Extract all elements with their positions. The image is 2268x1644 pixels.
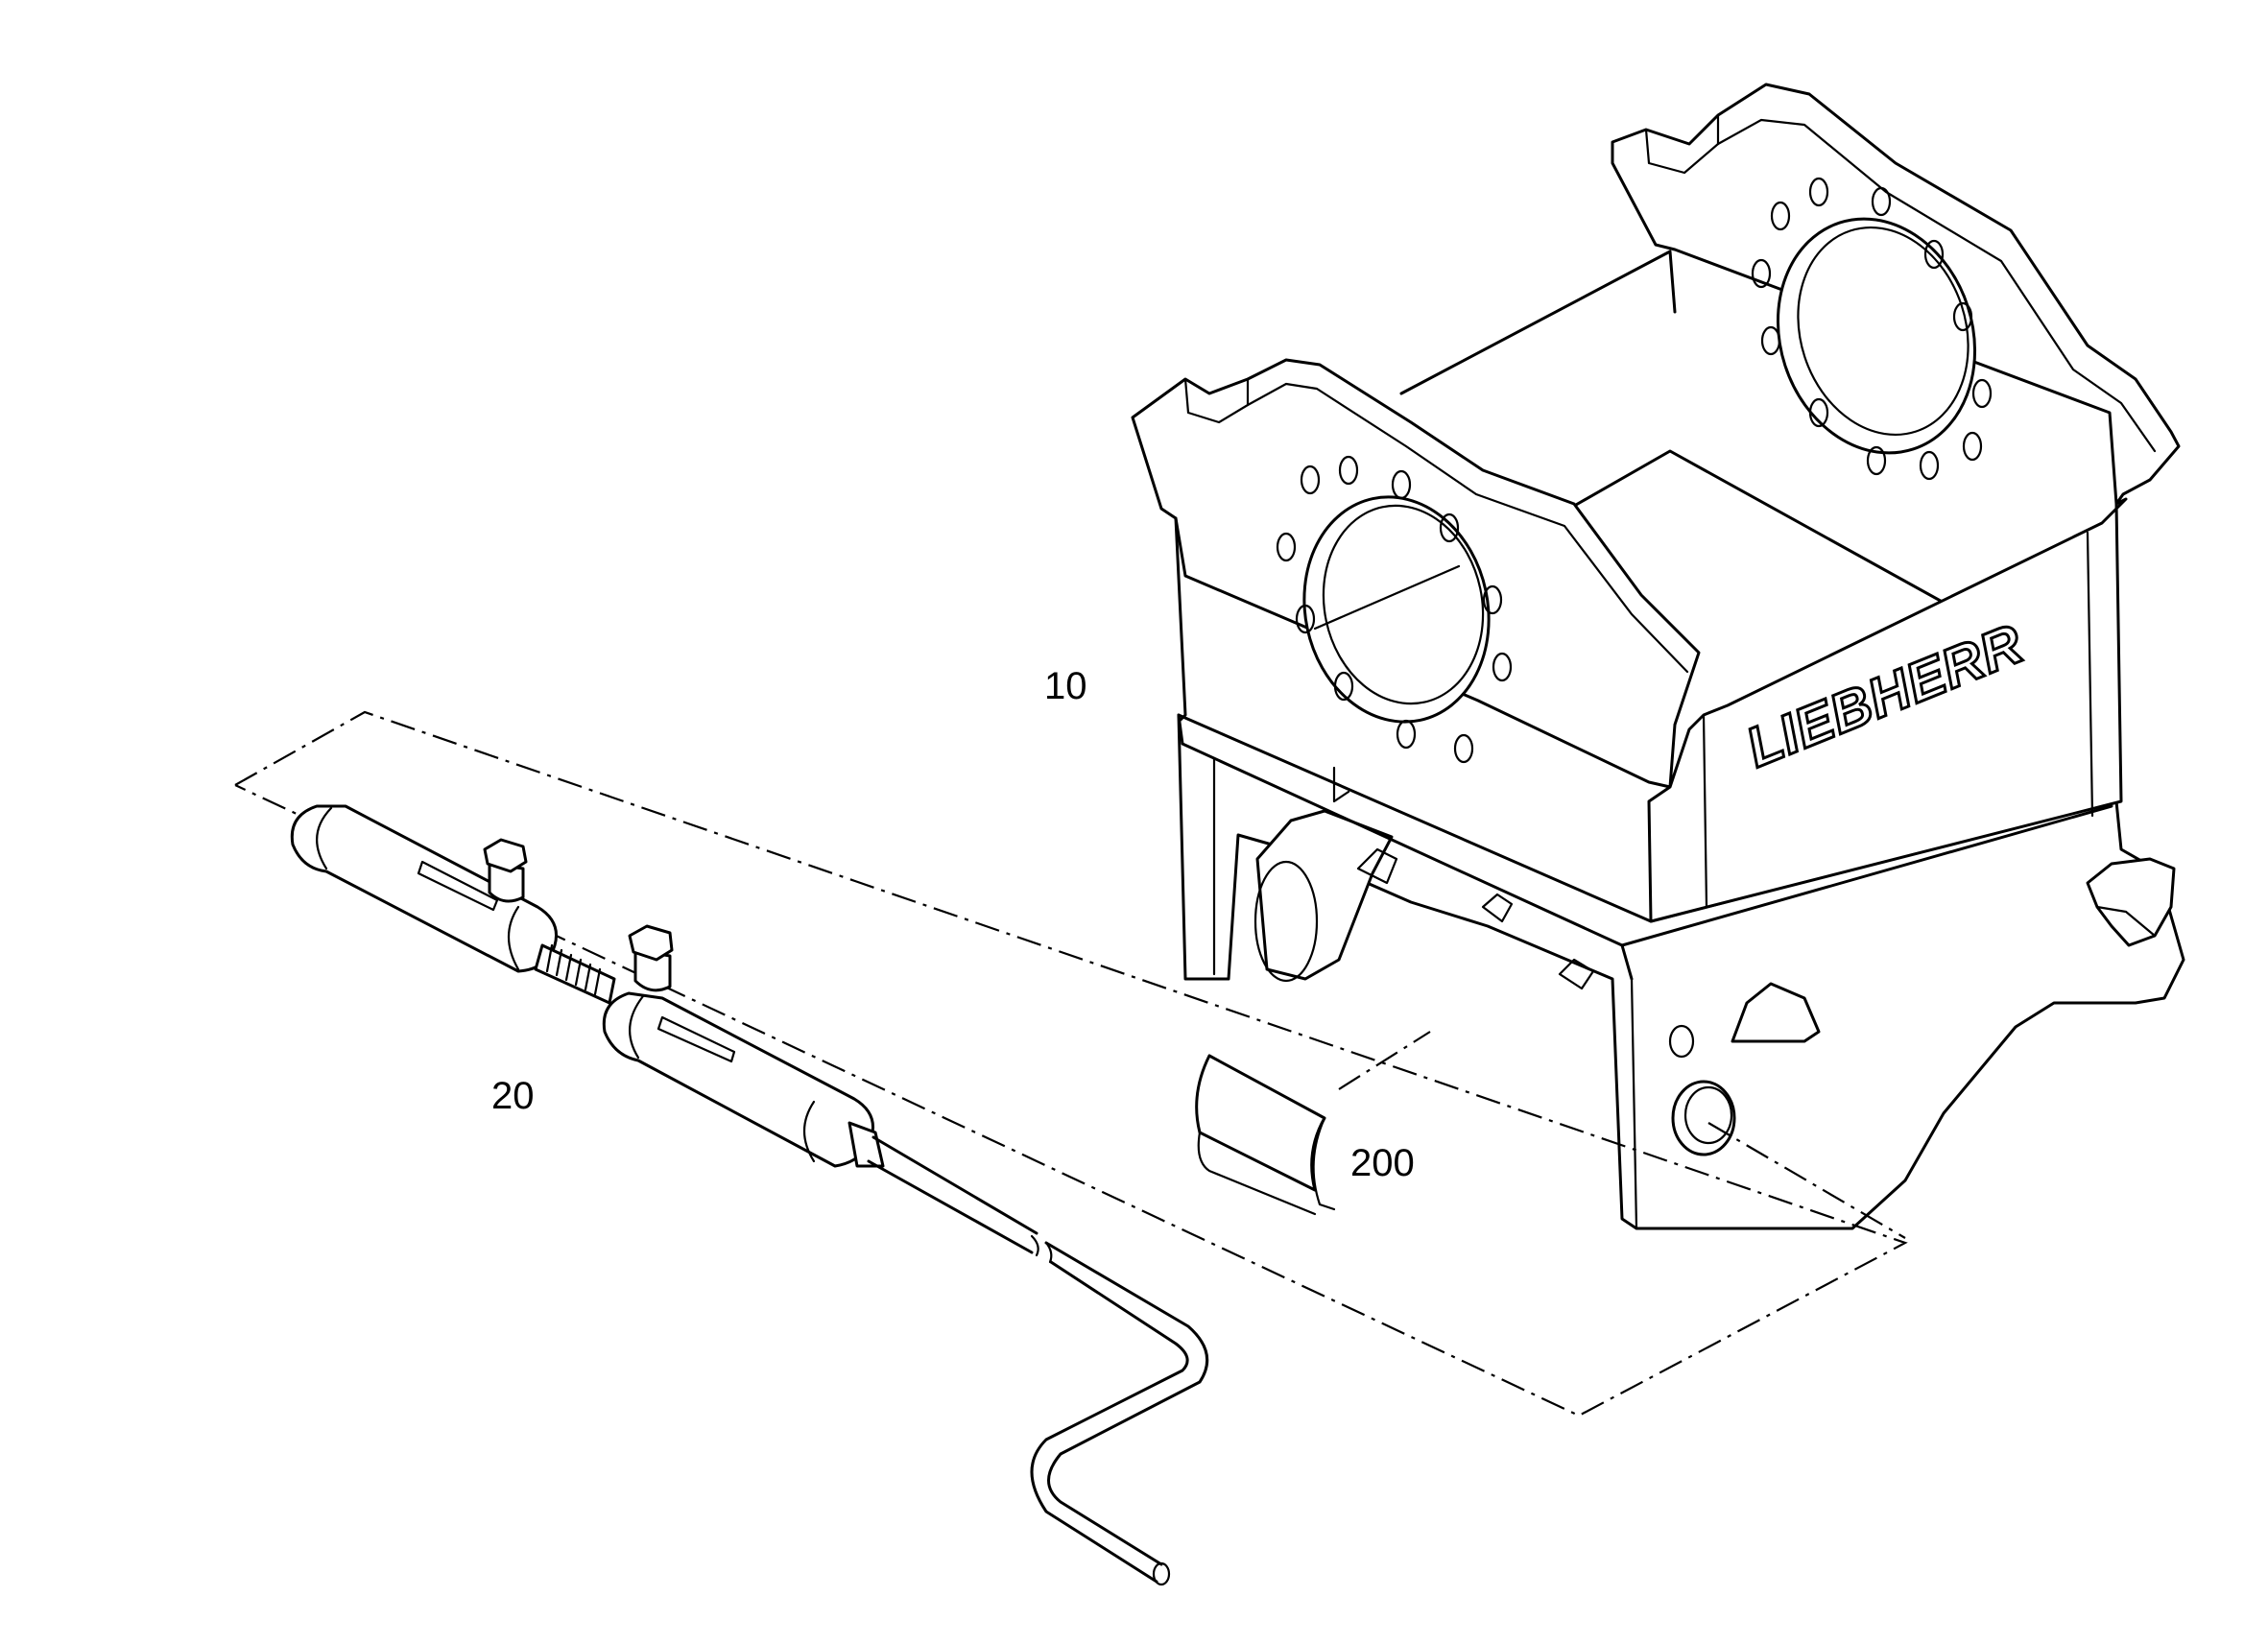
front-panel <box>1647 497 2128 923</box>
coupler-frame: LIEBHERR <box>1131 83 2185 1230</box>
front-bolt-holes <box>1276 455 1513 764</box>
tool-cylinder-1 <box>290 804 558 973</box>
tool-cylinder-2 <box>602 991 874 1168</box>
tool-shaft <box>867 1135 1039 1254</box>
callout-10: 10 <box>1044 665 1087 707</box>
sleeve-part <box>1195 1054 1336 1216</box>
assembly-outline <box>234 710 1908 1418</box>
side-pin <box>1255 809 1394 981</box>
callout-200: 200 <box>1350 1142 1415 1184</box>
leader-200 <box>1338 1031 1431 1090</box>
tool-assembly <box>290 804 1209 1586</box>
leader-pin-axis <box>1707 1122 1906 1239</box>
callout-20: 20 <box>491 1075 535 1117</box>
back-bolt-holes <box>1751 177 1993 481</box>
lower-bore <box>1671 1080 1736 1156</box>
